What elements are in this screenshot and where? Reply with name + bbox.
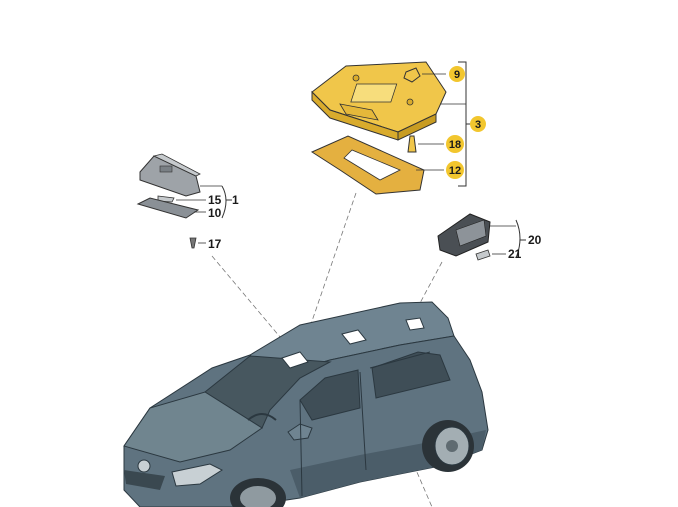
- label-9: 9: [449, 66, 465, 82]
- bracket-group-1: [221, 185, 227, 219]
- label-12-text: 12: [449, 165, 461, 177]
- interior-light-assembly: [136, 153, 232, 249]
- car-headlight: [171, 463, 224, 487]
- car-grille: [124, 470, 165, 490]
- label-3: 3: [470, 116, 486, 132]
- car-hood: [123, 391, 263, 463]
- label-21: 21: [508, 247, 522, 261]
- car-rear-window: [371, 351, 451, 399]
- bulb-part-21: [475, 249, 491, 261]
- car-mirror: [287, 423, 313, 441]
- roof-console-assembly: [310, 61, 472, 195]
- label-18: 18: [446, 135, 464, 153]
- luggage-light-assembly: [437, 213, 526, 261]
- clip-part-9: [403, 67, 421, 83]
- car-illustration: [123, 301, 489, 507]
- roof-light-marker-rear: [405, 317, 425, 331]
- screw-part-17: [189, 237, 197, 249]
- label-10: 10: [208, 206, 222, 220]
- label-12: 12: [446, 161, 464, 179]
- roof-light-marker-center: [341, 329, 367, 345]
- roof-light-marker-front: [281, 351, 309, 369]
- label-18-text: 18: [449, 139, 461, 151]
- bracket-group-20: [515, 219, 521, 259]
- car-front-window: [299, 369, 361, 421]
- label-9-text: 9: [454, 69, 460, 81]
- label-20: 20: [528, 233, 542, 247]
- bulb-part-18: [407, 135, 417, 153]
- label-15: 15: [208, 193, 222, 207]
- label-1: 1: [232, 193, 239, 207]
- label-3-text: 3: [475, 119, 481, 131]
- car-logo: [137, 459, 151, 473]
- label-17: 17: [208, 237, 222, 251]
- lens-part-10: [136, 197, 200, 219]
